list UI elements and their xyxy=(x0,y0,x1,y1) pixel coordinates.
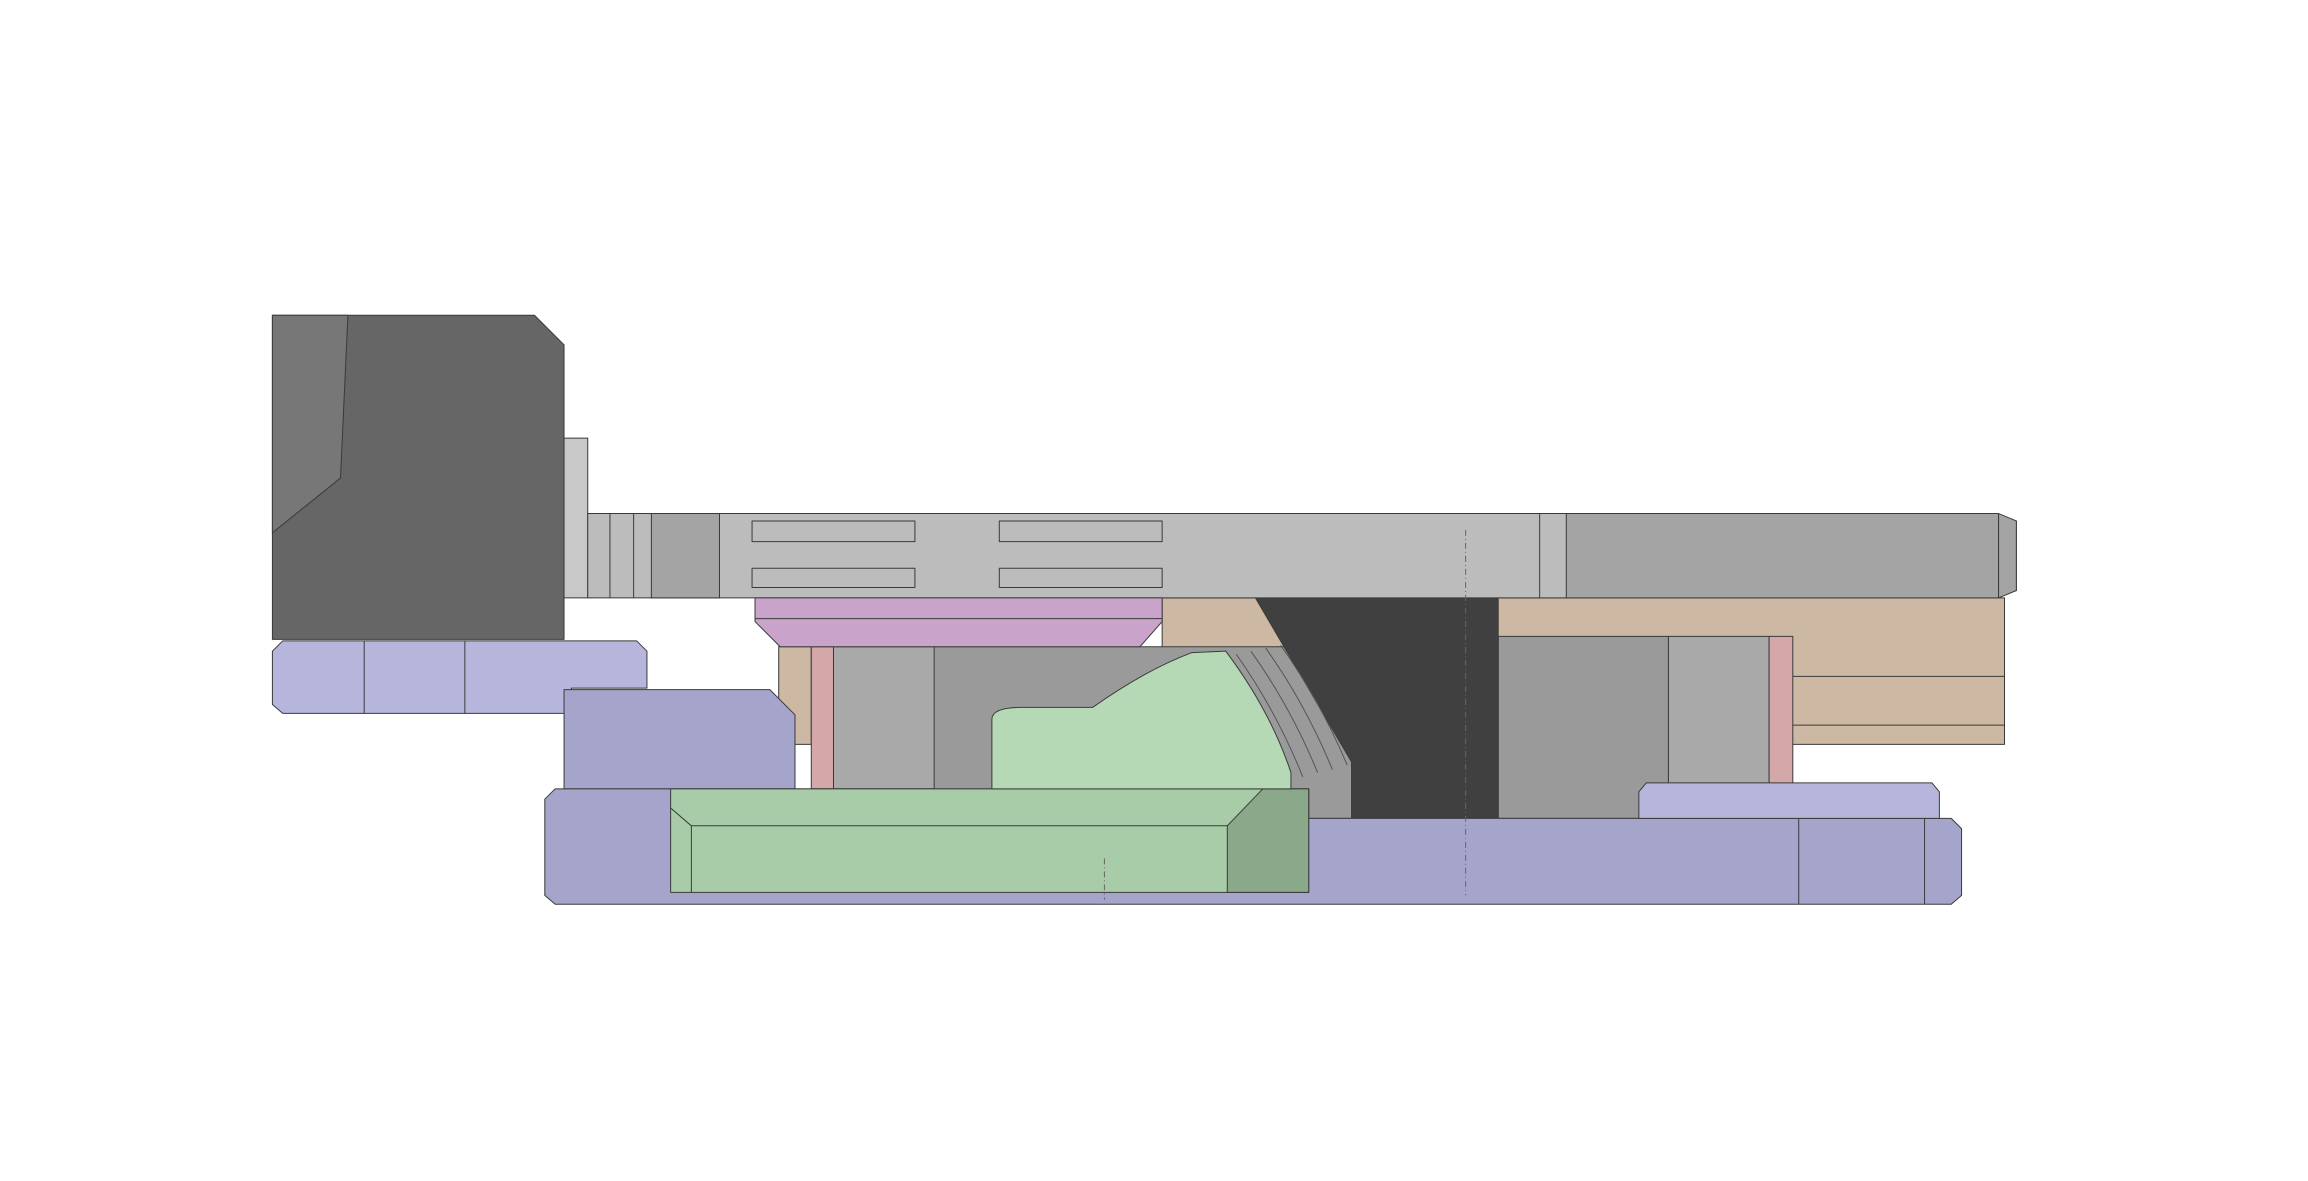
plate-slot xyxy=(752,521,915,542)
green-elbow-fitting[interactable] xyxy=(992,651,1291,789)
plate-slot xyxy=(999,521,1162,542)
motor-block-chamfer-face xyxy=(272,315,348,533)
gray-box-right-light xyxy=(1668,636,1769,784)
gray-box-middle-light xyxy=(833,647,934,789)
green-base-end xyxy=(1227,789,1308,893)
top-plate-end-chamfer xyxy=(1999,514,2017,598)
green-base[interactable] xyxy=(671,789,1309,893)
lavender-block[interactable] xyxy=(564,690,795,789)
pink-strip-left[interactable] xyxy=(811,647,833,789)
pink-strip-right[interactable] xyxy=(1769,636,1793,784)
vertical-bracket[interactable] xyxy=(564,438,588,598)
mauve-pad[interactable] xyxy=(755,598,1162,647)
lavender-knob[interactable] xyxy=(272,641,647,714)
top-plate-step xyxy=(651,514,719,598)
thread-rings xyxy=(1236,645,1347,777)
lavender-right-bump[interactable] xyxy=(1639,783,1940,819)
top-plate-end xyxy=(1566,514,1998,598)
plate-slot xyxy=(752,568,915,587)
plate-slot xyxy=(999,568,1162,587)
